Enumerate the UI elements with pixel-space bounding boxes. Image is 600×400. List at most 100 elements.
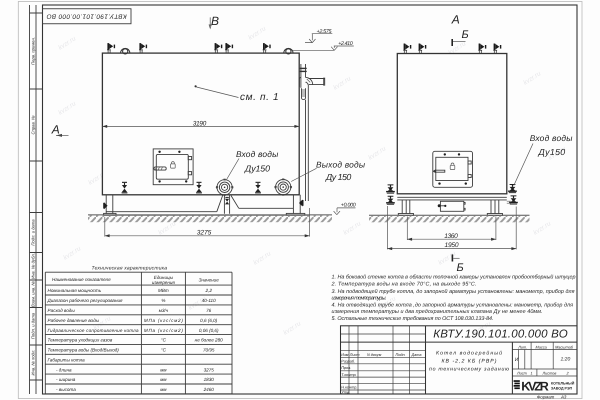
svg-text:+2.410: +2.410: [338, 41, 353, 47]
svg-text:Вход воды: Вход воды: [530, 133, 573, 143]
svg-text:2: 2: [566, 371, 570, 375]
svg-text:ЗАВОД РЭП: ЗАВОД РЭП: [551, 386, 573, 390]
svg-text:Лит.: Лит.: [517, 345, 527, 349]
svg-text:Котел водогрейный: Котел водогрейный: [436, 350, 502, 356]
svg-text:измерения: измерения: [152, 280, 176, 285]
svg-text:76: 76: [206, 308, 212, 313]
svg-text:1830: 1830: [204, 377, 215, 382]
svg-text:Взам. инв. №: Взам. инв. №: [31, 281, 36, 307]
svg-text:Гидравлическое сопротивление к: Гидравлическое сопротивление котла: [48, 328, 139, 333]
svg-text:Подп.: Подп.: [396, 353, 406, 357]
svg-text:Инв. № дубл.: Инв. № дубл.: [31, 253, 36, 279]
svg-text:Выход воды: Выход воды: [316, 159, 365, 169]
svg-text:°С: °С: [161, 348, 167, 353]
svg-text:Н.контр.: Н.контр.: [341, 386, 357, 390]
svg-text:Диапазон рабочего регулировани: Диапазон рабочего регулирования: [47, 298, 124, 303]
svg-text:0,6 (6,0): 0,6 (6,0): [200, 318, 218, 323]
svg-text:В: В: [211, 14, 219, 28]
svg-text:°С: °С: [161, 338, 167, 343]
svg-text:3190: 3190: [193, 120, 207, 127]
svg-text:мм: мм: [160, 367, 167, 372]
svg-text:МПа (кгс/см2): МПа (кгс/см2): [144, 318, 183, 323]
svg-text:Б: Б: [462, 29, 469, 41]
svg-text:2,2: 2,2: [205, 288, 213, 293]
svg-text:Лист: Лист: [516, 371, 527, 375]
svg-text:Ду150: Ду150: [244, 163, 270, 173]
svg-text:А: А: [51, 122, 60, 136]
svg-text:kvzr.ru: kvzr.ru: [282, 320, 302, 337]
svg-text:КВ -2,2 КБ (РВР): КВ -2,2 КБ (РВР): [442, 358, 497, 364]
svg-text:1. На боковой стенке котла в: 1. На боковой стенке котла в области топ…: [332, 275, 576, 281]
svg-text:мм: мм: [160, 377, 167, 382]
svg-text:А: А: [451, 13, 460, 27]
svg-text:4. На отводящей трубе котла ,: 4. На отводящей трубе котла ,до запорной…: [332, 302, 574, 308]
svg-text:Инв. № подл.: Инв. № подл.: [31, 350, 36, 376]
svg-text:Листов: Листов: [542, 371, 557, 375]
svg-text:Утв.: Утв.: [341, 390, 350, 394]
svg-text:2460: 2460: [203, 387, 215, 392]
svg-text:Лист: Лист: [349, 353, 360, 357]
svg-text:kvzr.ru: kvzr.ru: [522, 70, 542, 87]
svg-text:N докум: N докум: [367, 353, 382, 357]
svg-text:МВт: МВт: [158, 288, 169, 293]
svg-text:- высота: - высота: [56, 387, 76, 392]
svg-text:kvzr.ru: kvzr.ru: [367, 145, 387, 162]
svg-text:kvzr.ru: kvzr.ru: [342, 220, 362, 237]
svg-text:Справ. №: Справ. №: [31, 115, 36, 134]
svg-text:1: 1: [531, 371, 533, 375]
svg-text:Техническая характеристика: Техническая характеристика: [92, 265, 168, 271]
svg-text:kvzr.ru: kvzr.ru: [57, 35, 77, 52]
svg-text:Температура уходящих газов: Температура уходящих газов: [48, 338, 113, 343]
svg-text:КВТУ.190.101.00.000 ВО: КВТУ.190.101.00.000 ВО: [433, 328, 567, 340]
svg-text:мм: мм: [160, 387, 167, 392]
svg-text:Ду 150: Ду 150: [325, 172, 351, 182]
svg-text:Подп. и дата: Подп. и дата: [31, 312, 36, 339]
svg-text:Рабочее давление воды: Рабочее давление воды: [48, 318, 100, 323]
svg-text:kvzr.ru: kvzr.ru: [252, 250, 272, 267]
svg-text:Дата: Дата: [411, 353, 422, 357]
svg-text:КОТЕЛЬНЫЙ: КОТЕЛЬНЫЙ: [551, 381, 575, 386]
svg-text:+0.000: +0.000: [341, 202, 356, 208]
svg-text:Вход воды: Вход воды: [236, 149, 278, 159]
svg-text:2. Температура воды на входе: 2. Температура воды на входе 70°С, на вы…: [331, 282, 477, 288]
svg-text:по техническому заданию: по техническому заданию: [429, 366, 509, 372]
svg-text:1:20: 1:20: [561, 356, 571, 362]
svg-text:Масса: Масса: [536, 345, 547, 349]
svg-text:Разраб.: Разраб.: [341, 360, 355, 364]
svg-text:kvzr.ru: kvzr.ru: [57, 100, 77, 117]
svg-text:Габариты котла: Габариты котла: [48, 357, 86, 362]
svg-text:1360: 1360: [444, 233, 458, 240]
svg-text:3275: 3275: [197, 230, 212, 237]
svg-text:0,06 (0,6): 0,06 (0,6): [199, 328, 219, 333]
svg-text:kvzr.ru: kvzr.ru: [157, 220, 177, 237]
svg-text:Б: Б: [457, 262, 464, 274]
svg-text:3. На подводящей трубе котла,: 3. На подводящей трубе котла, до запорно…: [332, 289, 575, 295]
svg-text:40-110: 40-110: [202, 298, 216, 303]
svg-text:%: %: [161, 298, 165, 303]
svg-text:измерения температуры.: измерения температуры.: [332, 296, 387, 302]
svg-text:Единицы: Единицы: [154, 275, 174, 280]
svg-text:kvzr.ru: kvzr.ru: [62, 245, 82, 262]
svg-text:Ду150: Ду150: [538, 147, 566, 157]
svg-text:А3: А3: [560, 395, 567, 400]
svg-text:Изм.: Изм.: [341, 353, 349, 357]
svg-text:измерения температуры и два пр: измерения температуры и два предохраните…: [332, 309, 543, 315]
svg-text:Номинальная мощность: Номинальная мощность: [48, 288, 102, 293]
svg-text:не более 280: не более 280: [195, 338, 223, 343]
svg-text:kvzr.ru: kvzr.ru: [532, 220, 552, 237]
svg-text:МПа (кгс/см2): МПа (кгс/см2): [144, 328, 183, 333]
svg-text:КВТУ.190.101.00.000 ВО: КВТУ.190.101.00.000 ВО: [47, 13, 127, 20]
svg-text:Значение: Значение: [199, 278, 220, 283]
svg-text:KVZR: KVZR: [521, 380, 549, 394]
svg-text:- длина: - длина: [56, 367, 72, 372]
svg-text:Расход воды: Расход воды: [48, 308, 76, 313]
svg-text:1950: 1950: [445, 242, 459, 249]
svg-text:Подп. и дата: Подп. и дата: [31, 219, 36, 246]
svg-text:Формат: Формат: [537, 395, 555, 400]
svg-text:5. Остальные технические треб: 5. Остальные технические требования по О…: [332, 316, 494, 322]
svg-text:Пров.: Пров.: [341, 366, 351, 370]
svg-text:kvzr.ru: kvzr.ru: [247, 25, 267, 42]
svg-text:Масштаб: Масштаб: [555, 345, 574, 349]
svg-text:- ширина: - ширина: [56, 377, 76, 382]
svg-text:Перв. примен.: Перв. примен.: [31, 37, 36, 65]
